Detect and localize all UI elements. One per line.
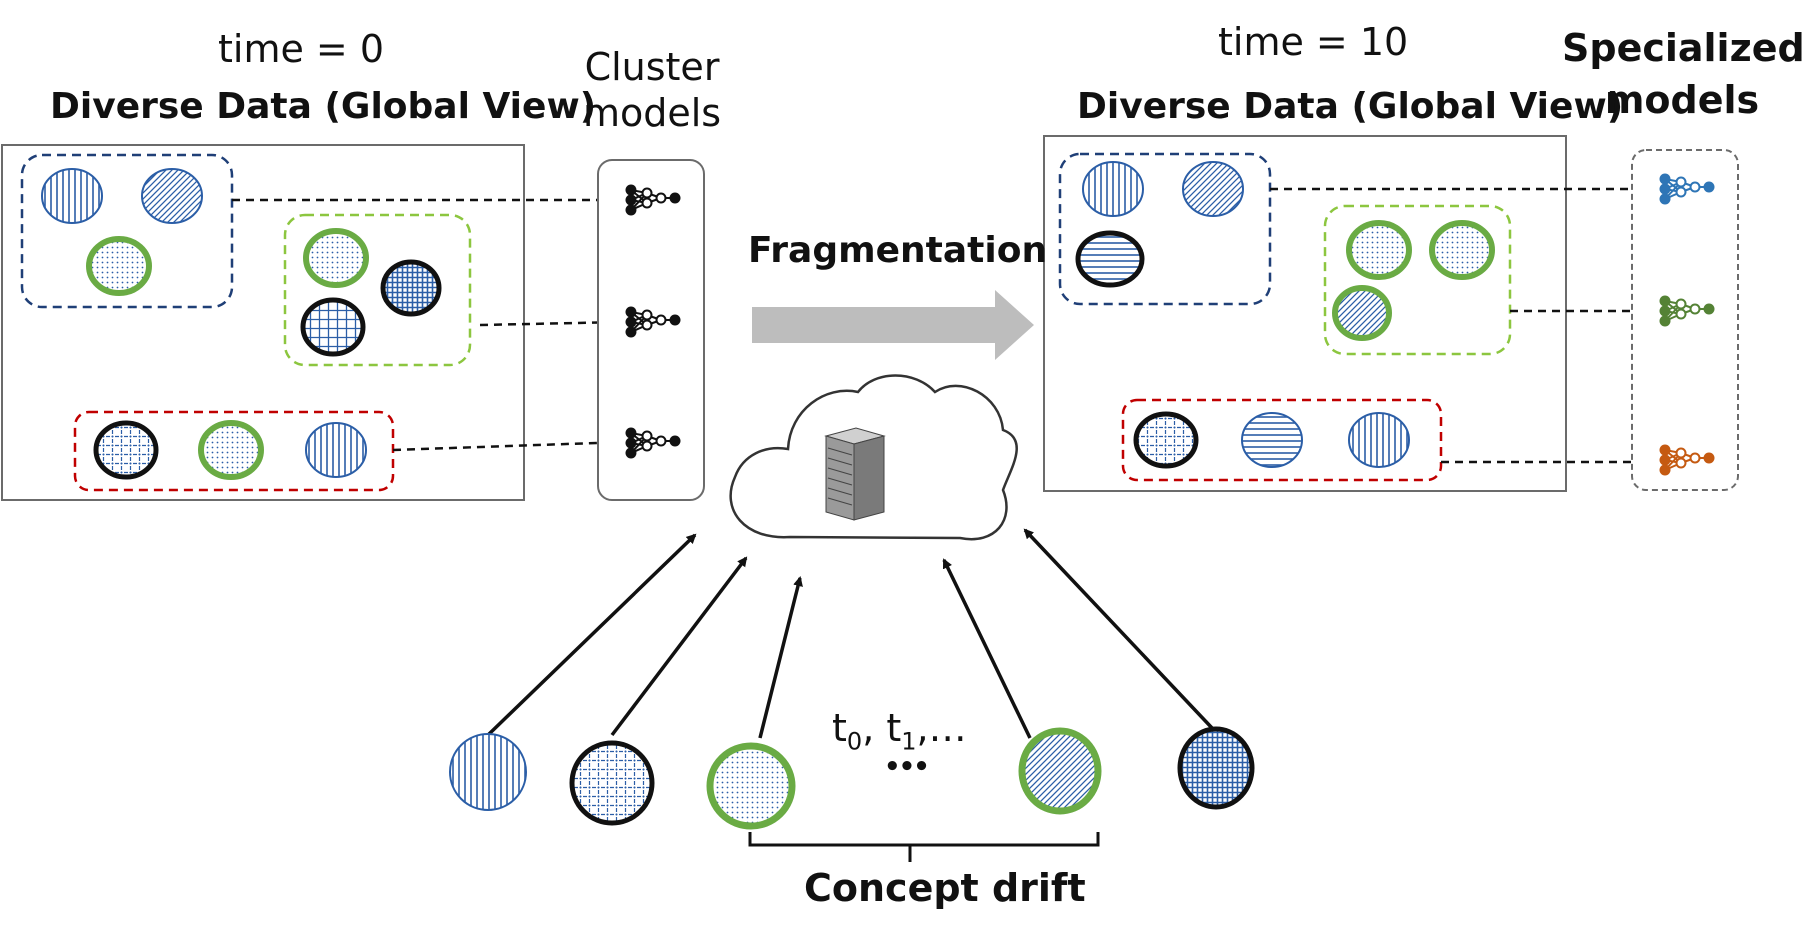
left-cluster-red <box>73 410 395 492</box>
timeline-t0-base: t <box>832 706 847 750</box>
upload-arrow <box>758 576 803 739</box>
cluster-models-label-line1: Cluster <box>584 45 720 89</box>
data-node-vertical <box>1348 412 1410 468</box>
specialized-models-label: Specialized models <box>1562 22 1805 126</box>
upload-arrow <box>486 533 697 737</box>
fragmentation-arrow <box>752 290 1034 360</box>
data-node-diagonal <box>1182 161 1244 217</box>
timeline-tail: ,… <box>916 706 967 750</box>
specialized-models-label-line1: Specialized <box>1562 26 1805 70</box>
client-node-diagonal-green <box>1018 727 1102 815</box>
fragmentation-label: Fragmentation <box>748 230 1048 271</box>
cluster-models-label: Cluster models <box>575 44 729 136</box>
data-node-dotted-green <box>1429 220 1495 280</box>
right-cluster-green <box>1323 204 1512 356</box>
upload-arrow <box>610 556 748 737</box>
right-global-view-box <box>1043 135 1567 492</box>
cluster-models-box <box>597 159 705 501</box>
cluster-models-label-line2: models <box>582 91 722 135</box>
right-cluster-red <box>1121 398 1443 482</box>
data-node-dotted-green <box>303 228 369 288</box>
timeline-t0-sub: 0 <box>846 727 863 756</box>
upload-arrow <box>1023 528 1214 730</box>
data-node-horizontal <box>1241 412 1303 468</box>
right-time-label: time = 10 <box>1218 20 1409 64</box>
right-cluster-blue <box>1058 152 1272 306</box>
data-node-grid-black <box>1133 411 1199 469</box>
concept-drift-label: Concept drift <box>804 866 1086 910</box>
timeline-t1-base: t <box>886 706 902 750</box>
left-time-label: time = 0 <box>218 27 385 71</box>
data-node-dotted-green <box>1346 220 1412 280</box>
left-cluster-green <box>283 213 472 367</box>
client-node-grid-black <box>569 740 655 826</box>
data-node-diagonal-green <box>1332 285 1392 341</box>
left-cluster-blue <box>20 153 234 309</box>
connector-red-cluster <box>392 440 626 452</box>
data-node-dotted-green <box>86 236 152 296</box>
data-node-horizontal-black <box>1075 230 1145 288</box>
client-node-vertical <box>449 733 527 811</box>
timeline-label: t0, t1,… <box>832 706 967 756</box>
client-node-dotted-green <box>706 742 796 830</box>
upload-arrow <box>942 558 1032 739</box>
client-node-dense-grid <box>1177 726 1255 810</box>
concept-drift-bracket <box>748 832 1100 862</box>
data-node-dense-grid <box>380 259 442 317</box>
specialized-models-box <box>1631 149 1739 491</box>
timeline-t1-sub: 1 <box>901 727 917 756</box>
timeline-sep: , <box>862 706 887 750</box>
timeline-ellipsis: ••• <box>884 752 930 782</box>
data-node-grid-black <box>93 420 159 480</box>
specialized-models-label-line2: models <box>1604 78 1760 122</box>
data-node-grid-black <box>300 297 366 357</box>
data-node-vertical <box>1082 161 1144 217</box>
connector-green-cluster <box>479 320 626 327</box>
data-node-diagonal <box>141 168 203 224</box>
data-node-dotted-green <box>198 420 264 480</box>
left-global-view-box <box>1 144 525 501</box>
data-node-vertical <box>41 168 103 224</box>
data-node-vertical <box>305 422 367 478</box>
left-panel-title: Diverse Data (Global View) <box>50 86 597 127</box>
server-icon <box>824 427 886 521</box>
right-panel-title: Diverse Data (Global View) <box>1077 86 1624 127</box>
